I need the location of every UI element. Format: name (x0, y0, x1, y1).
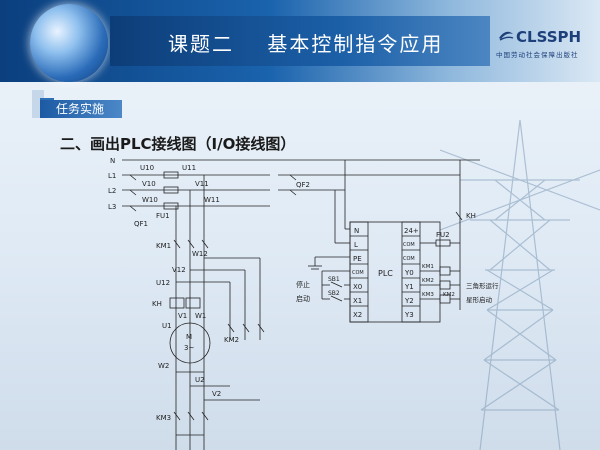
coil-km1: KM1 (422, 264, 434, 270)
label-kh: KH (152, 300, 162, 308)
label-sb2: SB2 (328, 290, 340, 297)
label-qf1: QF1 (134, 220, 148, 228)
label-fu2: FU2 (436, 231, 450, 239)
label-v11: V11 (195, 180, 209, 188)
plc-terminal-y1: Y1 (404, 283, 414, 291)
globe-icon (30, 4, 108, 82)
plc-label: PLC (378, 269, 393, 278)
label-u1: U1 (162, 322, 172, 330)
label-u2: U2 (195, 376, 205, 384)
label-u11: U11 (182, 164, 196, 172)
page-title: 课题二 基本控制指令应用 (168, 32, 444, 56)
label-km2-main: KM2 (224, 336, 239, 344)
coil-km2: KM2 (422, 278, 434, 284)
plc-terminal-com-left: COM (352, 270, 364, 276)
label-qf2: QF2 (296, 181, 310, 189)
rail-label-l2: L2 (108, 187, 116, 195)
label-w12: W12 (192, 250, 208, 258)
plc-terminal-pe: PE (353, 255, 362, 263)
label-delta-run: 三角形运行 (466, 281, 499, 290)
label-v2: V2 (212, 390, 221, 398)
label-fu1: FU1 (156, 212, 170, 220)
coil-km3: KM3 (422, 292, 434, 298)
plc-terminal-x1: X1 (353, 297, 362, 305)
plc-terminal-l: L (354, 241, 358, 249)
plc-terminal-y0: Y0 (404, 269, 414, 277)
plc-terminal-y2: Y2 (404, 297, 414, 305)
publisher-logo-text: CLSSPH (516, 28, 582, 46)
plc-terminal-com-1: COM (403, 242, 415, 248)
plc-wiring-diagram: N L1 L2 L3 U10 U11 V10 V11 W10 W11 FU1 Q… (108, 157, 499, 450)
motor-phase-label: 3~ (184, 344, 194, 352)
label-w11: W11 (204, 196, 220, 204)
plc-terminal-com-2: COM (403, 256, 415, 262)
rail-label-l1: L1 (108, 172, 116, 180)
label-w2: W2 (158, 362, 169, 370)
label-start: 启动 (296, 294, 310, 303)
rail-label-n: N (110, 157, 115, 165)
label-u12: U12 (156, 279, 170, 287)
label-sb1: SB1 (328, 276, 340, 283)
title-band (110, 16, 490, 66)
label-v12: V12 (172, 266, 186, 274)
coil-km2-interlock: KM2 (443, 292, 455, 298)
label-stop: 停止 (296, 280, 310, 289)
label-v10: V10 (142, 180, 156, 188)
label-star-start: 星形启动 (466, 295, 493, 304)
section-subtitle: 二、画出PLC接线图（I/O接线图） (60, 135, 296, 153)
task-label: 任务实施 (40, 100, 122, 118)
label-km1: KM1 (156, 242, 171, 250)
label-km3: KM3 (156, 414, 171, 422)
label-kh-right: KH (466, 212, 476, 220)
plc-terminal-24v: 24+ (404, 227, 419, 235)
label-w1: W1 (195, 312, 206, 320)
rail-label-l3: L3 (108, 203, 116, 211)
label-v1: V1 (178, 312, 187, 320)
plc-terminal-x2: X2 (353, 311, 362, 319)
plc-terminal-x0: X0 (353, 283, 362, 291)
label-w10: W10 (142, 196, 158, 204)
label-u10: U10 (140, 164, 154, 172)
motor-label: M (186, 333, 192, 341)
plc-terminal-n: N (354, 227, 359, 235)
plc-terminal-y3: Y3 (404, 311, 414, 319)
publisher-logo-icon (499, 31, 514, 41)
publisher-name: 中国劳动社会保障出版社 (496, 51, 579, 59)
